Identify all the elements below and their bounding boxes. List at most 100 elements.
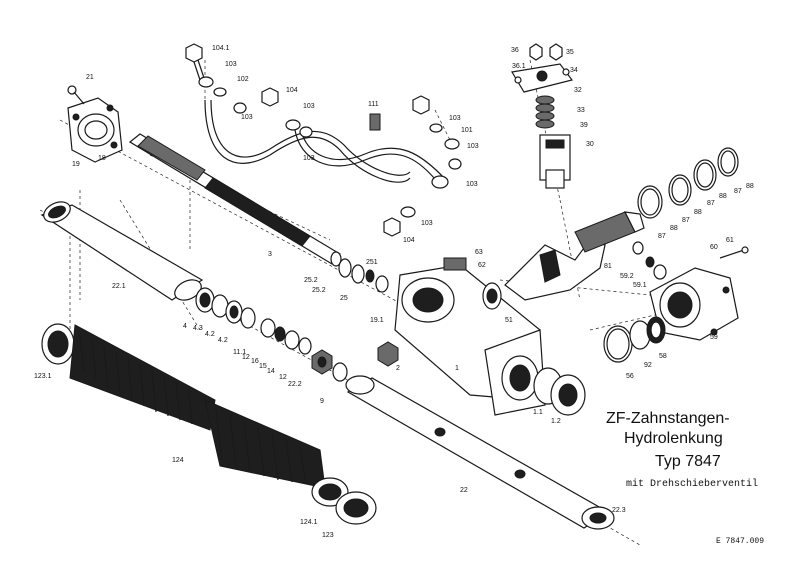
label-88a: 88 bbox=[670, 225, 678, 232]
label-22-3: 22.3 bbox=[612, 507, 626, 514]
label-104a: 104 bbox=[286, 87, 298, 94]
label-87d: 87 bbox=[734, 188, 742, 195]
label-92: 92 bbox=[644, 362, 652, 369]
seal-parts-59 bbox=[632, 241, 667, 280]
label-59: 59 bbox=[710, 334, 718, 341]
label-36-1: 36.1 bbox=[512, 63, 526, 70]
label-103g: 103 bbox=[466, 181, 478, 188]
label-33: 33 bbox=[577, 107, 585, 114]
label-103b: 103 bbox=[241, 114, 253, 121]
label-104b: 104 bbox=[403, 237, 415, 244]
tube-part-22-1 bbox=[40, 201, 204, 301]
label-21: 21 bbox=[86, 74, 94, 81]
drawing-code: E 7847.009 bbox=[716, 537, 764, 546]
label-4-2b: 4.2 bbox=[218, 337, 228, 344]
label-61: 61 bbox=[726, 237, 734, 244]
label-22-1: 22.1 bbox=[112, 283, 126, 290]
label-103c: 103 bbox=[303, 103, 315, 110]
label-59-1: 59.1 bbox=[633, 282, 647, 289]
nut-part-9 bbox=[311, 349, 348, 382]
label-15: 15 bbox=[259, 363, 267, 370]
type-label: Typ 7847 bbox=[655, 453, 721, 470]
label-123-1: 123.1 bbox=[34, 373, 52, 380]
label-87b: 87 bbox=[682, 217, 690, 224]
label-123: 123 bbox=[322, 532, 334, 539]
label-4-3: 4.3 bbox=[193, 325, 203, 332]
label-14: 14 bbox=[267, 368, 275, 375]
label-25-2a: 25.2 bbox=[304, 277, 318, 284]
label-103f: 103 bbox=[467, 143, 479, 150]
label-9: 9 bbox=[320, 398, 324, 405]
label-39: 39 bbox=[580, 122, 588, 129]
valve-body-part-30 bbox=[539, 134, 571, 189]
label-60: 60 bbox=[710, 244, 718, 251]
cover-part-59 bbox=[649, 246, 749, 341]
ring-parts-25 bbox=[338, 258, 389, 293]
label-251: 251 bbox=[366, 259, 378, 266]
label-1: 1 bbox=[455, 365, 459, 372]
label-1-1: 1.1 bbox=[533, 409, 543, 416]
subtitle: mit Drehschieberventil bbox=[626, 478, 758, 490]
label-51: 51 bbox=[505, 317, 513, 324]
label-19: 19 bbox=[72, 161, 80, 168]
label-16: 16 bbox=[251, 358, 259, 365]
label-104-1: 104.1 bbox=[212, 45, 230, 52]
pinion-part-81 bbox=[504, 211, 645, 301]
label-63: 63 bbox=[475, 249, 483, 256]
label-103a: 103 bbox=[225, 61, 237, 68]
label-35: 35 bbox=[566, 49, 574, 56]
label-2: 2 bbox=[396, 365, 400, 372]
title-line-1: ZF-Zahnstangen- bbox=[606, 410, 730, 427]
label-87a: 87 bbox=[658, 233, 666, 240]
label-22: 22 bbox=[460, 487, 468, 494]
label-22-2: 22.2 bbox=[288, 381, 302, 388]
seal-parts-11-to-14 bbox=[260, 318, 312, 355]
label-103d: 103 bbox=[303, 155, 315, 162]
label-19-1: 19.1 bbox=[370, 317, 384, 324]
label-18: 18 bbox=[98, 155, 106, 162]
bushing-part-2 bbox=[377, 341, 399, 367]
label-101: 101 bbox=[461, 127, 473, 134]
label-103h: 103 bbox=[421, 220, 433, 227]
label-25: 25 bbox=[340, 295, 348, 302]
title-block: ZF-Zahnstangen- Hydrolenkung Typ 7847 mi… bbox=[606, 410, 764, 546]
valve-cover-part-34 bbox=[511, 43, 574, 93]
label-1-2: 1.2 bbox=[551, 418, 561, 425]
label-12b: 12 bbox=[279, 374, 287, 381]
screw-part-21 bbox=[67, 85, 85, 105]
label-111: 111 bbox=[368, 101, 379, 108]
label-4: 4 bbox=[183, 323, 187, 330]
banjo-bolt-104-1 bbox=[185, 43, 214, 88]
label-88c: 88 bbox=[719, 193, 727, 200]
label-88d: 88 bbox=[746, 183, 754, 190]
valve-spring-part-33 bbox=[535, 95, 555, 129]
label-32: 32 bbox=[574, 87, 582, 94]
assembly-axis-lines bbox=[39, 59, 721, 546]
seal-part-51 bbox=[482, 282, 502, 310]
label-3: 3 bbox=[268, 251, 272, 258]
part-labels: 21 19 18 104.1 103 102 103 104 103 103 1… bbox=[34, 45, 754, 539]
label-30: 30 bbox=[586, 141, 594, 148]
label-34: 34 bbox=[570, 67, 578, 74]
fitting-parts-103 bbox=[213, 87, 462, 237]
ring-parts-56-92-58 bbox=[603, 316, 666, 363]
cap-parts-1-1-1-2 bbox=[533, 367, 586, 416]
rack-part-3 bbox=[128, 133, 342, 267]
label-25-2b: 25.2 bbox=[312, 287, 326, 294]
label-103e: 103 bbox=[449, 115, 461, 122]
label-56: 56 bbox=[626, 373, 634, 380]
hydraulic-line-left bbox=[204, 99, 411, 183]
label-58: 58 bbox=[659, 353, 667, 360]
title-line-2: Hydrolenkung bbox=[624, 430, 723, 447]
label-102: 102 bbox=[237, 76, 249, 83]
label-12a: 12 bbox=[242, 354, 250, 361]
label-124-1: 124.1 bbox=[300, 519, 318, 526]
bellows-part-124 bbox=[41, 323, 377, 525]
hydraulic-line-right bbox=[294, 129, 447, 186]
label-11-1: 11.1 bbox=[233, 349, 246, 356]
flange-part-19 bbox=[67, 97, 123, 163]
label-87c: 87 bbox=[707, 200, 715, 207]
label-36: 36 bbox=[511, 47, 519, 54]
